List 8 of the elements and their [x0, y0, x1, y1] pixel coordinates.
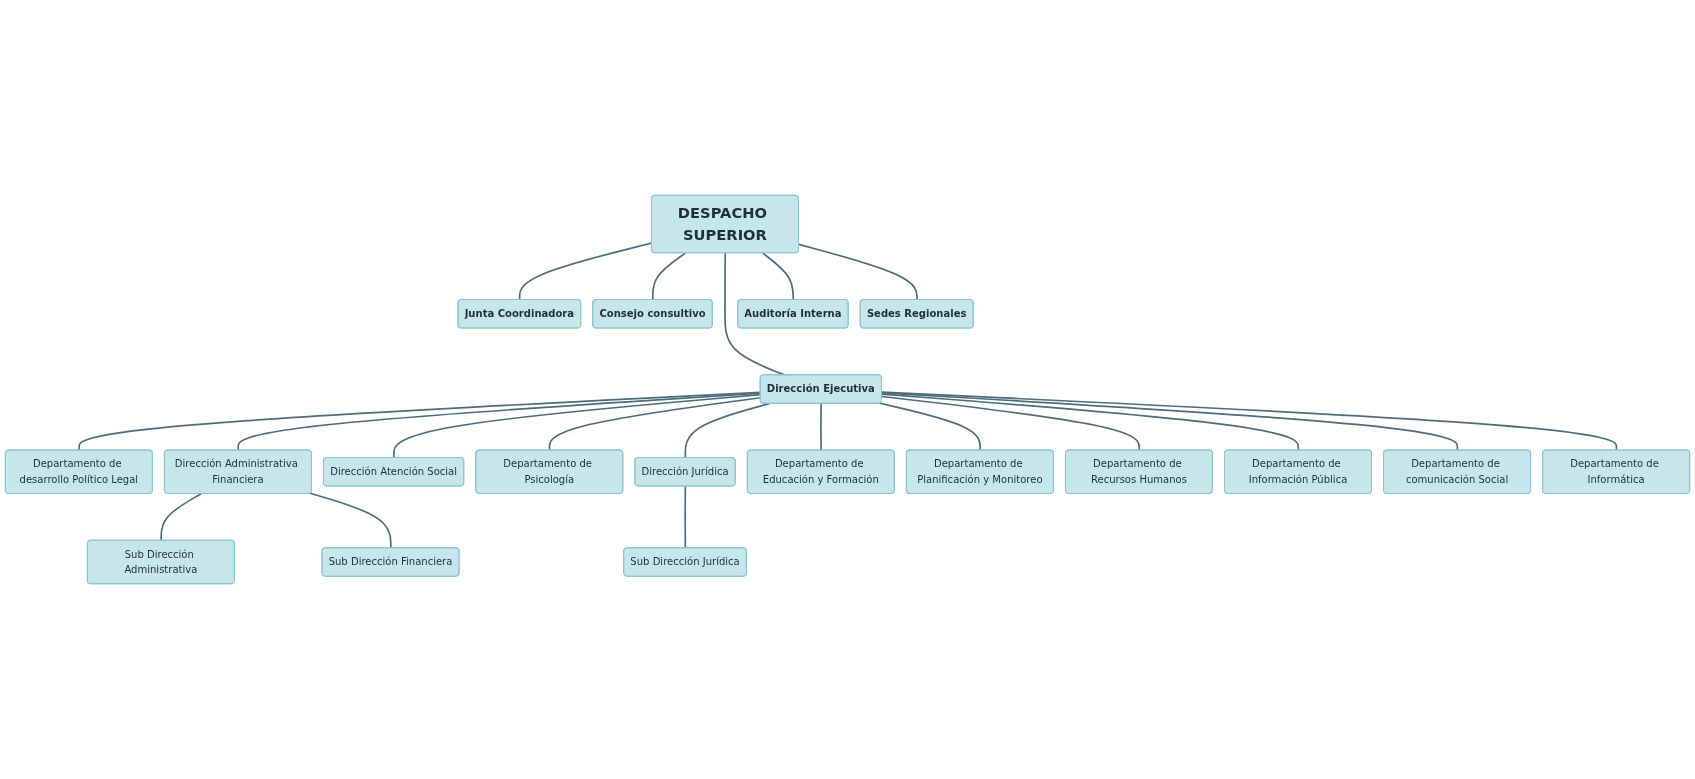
connector	[651, 252, 687, 301]
connector	[798, 243, 918, 301]
connector	[684, 485, 687, 549]
connector	[309, 492, 392, 549]
connector	[393, 393, 762, 459]
connector	[160, 492, 202, 542]
connector	[761, 252, 795, 301]
connector	[518, 242, 653, 301]
